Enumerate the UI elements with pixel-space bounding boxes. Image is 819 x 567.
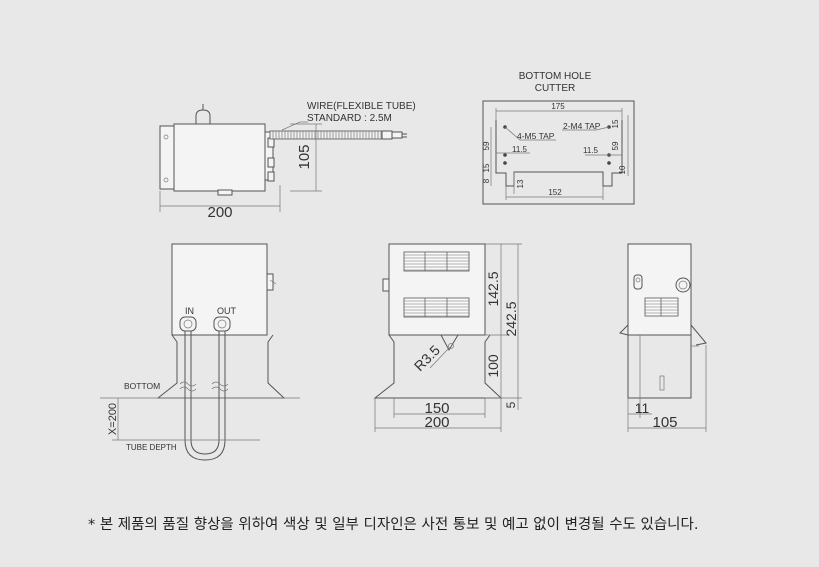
dim-200-front: 200	[424, 414, 449, 431]
dim-8: 8	[482, 178, 491, 183]
dim-150: 150	[424, 400, 449, 417]
footnote: * 본 제품의 품질 향상을 위하여 색상 및 일부 디자인은 사전 통보 및 …	[88, 517, 699, 533]
wire-length-label: STANDARD : 2.5M	[307, 113, 392, 124]
wire-label: WIRE(FLEXIBLE TUBE)	[307, 101, 416, 112]
dim-11-5-left: 11.5	[512, 145, 528, 154]
top-width-dim: 200	[207, 204, 232, 221]
dim-152: 152	[548, 188, 562, 197]
out-port	[213, 316, 231, 332]
dim-142-5: 142.5	[485, 271, 501, 306]
dim-105: 105	[652, 414, 677, 431]
front-view: R3.5 142.5 242.5 100 5 150 200	[373, 243, 522, 432]
dim-242-5: 242.5	[503, 301, 519, 336]
front-grill-bottom	[403, 297, 470, 318]
front-grill-top	[403, 251, 470, 272]
top-view-body	[173, 123, 266, 192]
x-dim-label: X=200	[107, 403, 119, 435]
bottom-hole-title-1: BOTTOM HOLE	[519, 71, 592, 82]
u-tube-inner	[190, 331, 220, 455]
left-section-view: BOTTOM IN OUT X=200 TUBE DEPTH	[100, 243, 300, 461]
dim-59-left: 59	[482, 141, 491, 150]
dim-15-left: 15	[482, 163, 491, 172]
bottom-hole-title-2: CUTTER	[535, 83, 576, 94]
dim-10: 10	[618, 165, 627, 174]
in-label: IN	[185, 306, 194, 316]
tube-depth-label: TUBE DEPTH	[126, 443, 177, 452]
left-mount-bracket	[159, 125, 175, 190]
dim-59-right: 59	[611, 141, 620, 150]
dim-15-right: 15	[611, 119, 620, 128]
top-knob	[195, 109, 211, 124]
dim-11: 11	[635, 400, 650, 416]
m5-tap-label: 4-M5 TAP	[517, 131, 555, 141]
m4-tap-label: 2-M4 TAP	[563, 121, 601, 131]
side-view-body	[627, 243, 692, 336]
in-port	[179, 316, 197, 332]
cutter-outline	[482, 100, 635, 205]
top-view: WIRE(FLEXIBLE TUBE) STANDARD : 2.5M 200 …	[159, 101, 416, 221]
dim-5: 5	[504, 401, 518, 408]
side-view: 11 105	[619, 243, 707, 432]
bottom-label: BOTTOM	[124, 381, 160, 391]
dim-11-5-right: 11.5	[583, 146, 599, 155]
dim-175: 175	[551, 102, 565, 111]
top-height-dim: 105	[296, 144, 313, 169]
out-label: OUT	[217, 306, 237, 316]
side-knob	[675, 277, 691, 293]
radius-label: R3.5	[411, 342, 443, 374]
dim-100: 100	[485, 354, 501, 378]
bottom-hole-cutter: BOTTOM HOLE CUTTER 175 2-M4 TAP 4-M5 TAP…	[482, 71, 635, 205]
u-tube-outer	[184, 331, 226, 461]
dim-13: 13	[516, 179, 525, 188]
flexible-tube	[269, 130, 383, 140]
